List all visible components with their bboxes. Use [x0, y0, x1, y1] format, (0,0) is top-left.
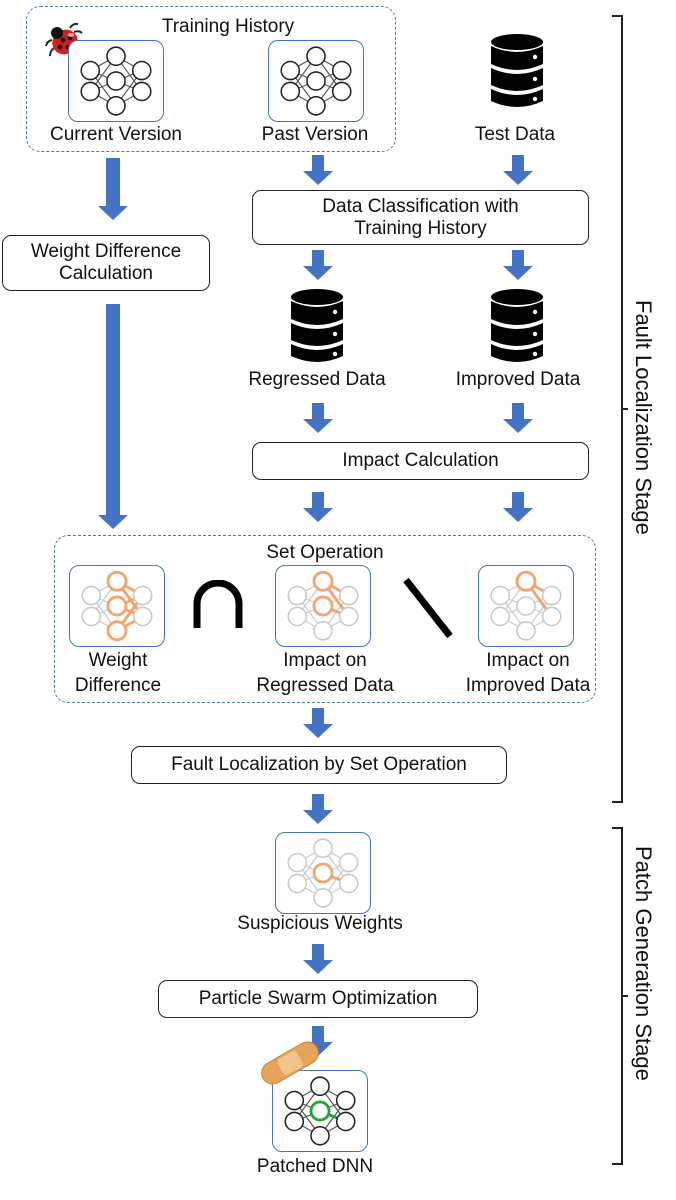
training-history-group — [26, 6, 396, 152]
bandage-icon — [255, 1040, 325, 1086]
fault-localization-box: Fault Localization by Set Operation — [131, 746, 507, 784]
set-difference-symbol — [398, 576, 458, 640]
impact-improved-label: Impact on Improved Data — [465, 650, 591, 696]
training-history-title: Training History — [161, 16, 295, 37]
arrow-shape — [303, 250, 333, 280]
current-version-label: Current Version — [49, 124, 182, 145]
impact-improved-network — [478, 565, 574, 647]
pso-box: Particle Swarm Optimization — [158, 980, 478, 1018]
improved-data-database-icon — [490, 288, 544, 369]
arrow-shape — [303, 492, 333, 522]
arrow-classification-to-regressed — [303, 250, 333, 285]
fault-localization-stage-label: Fault Localization Stage — [631, 300, 656, 535]
arrow-shape — [303, 944, 333, 974]
arrow-setop-to-faultloc — [303, 708, 333, 743]
arrow-weightdiff-to-setop — [98, 304, 128, 534]
arrow-shape — [503, 403, 533, 433]
arrow-shape — [503, 250, 533, 280]
improved-data-label: Improved Data — [455, 369, 581, 390]
arrow-testdata-to-classification — [503, 155, 533, 190]
suspicious-weights-label: Suspicious Weights — [237, 913, 403, 934]
test-data-database-icon — [490, 33, 544, 114]
arrow-shape — [303, 403, 333, 433]
weight-difference-label: Weight Difference — [74, 650, 162, 696]
weight-difference-calculation-box: Weight Difference Calculation — [2, 235, 210, 291]
impact-calculation-label: Impact Calculation — [342, 450, 499, 471]
arrow-shape — [98, 158, 128, 220]
arrow-suspicious-to-pso — [303, 944, 333, 979]
arrow-classification-to-improved — [503, 250, 533, 285]
impact-regressed-label: Impact on Regressed Data — [256, 650, 394, 696]
weight-difference-network — [69, 565, 165, 647]
suspicious-weights-network — [275, 832, 371, 914]
patch-generation-stage-label: Patch Generation Stage — [631, 846, 656, 1081]
arrow-shape — [503, 492, 533, 522]
arrow-shape — [303, 708, 333, 738]
past-version-network — [268, 40, 364, 122]
set-operation-title: Set Operation — [266, 542, 384, 563]
set-operation-group — [54, 535, 596, 703]
arrow-improved-to-impact — [503, 403, 533, 438]
patch-generation-bracket — [610, 826, 630, 1166]
current-version-network — [68, 40, 164, 122]
arrow-shape — [98, 304, 128, 529]
data-classification-box: Data Classification with Training Histor… — [252, 190, 589, 245]
regressed-data-label: Regressed Data — [248, 369, 386, 390]
impact-regressed-network — [275, 565, 371, 647]
patched-dnn-network — [272, 1070, 368, 1152]
intersection-symbol — [190, 579, 246, 630]
arrow-shape — [303, 155, 333, 185]
impact-calculation-box: Impact Calculation — [252, 442, 589, 480]
data-classification-label: Data Classification with Training Histor… — [322, 195, 519, 239]
test-data-label: Test Data — [474, 124, 556, 145]
patched-dnn-label: Patched DNN — [256, 1156, 374, 1177]
arrow-shape — [303, 794, 333, 824]
weight-difference-calculation-label: Weight Difference Calculation — [30, 241, 182, 284]
regressed-data-database-icon — [290, 288, 344, 369]
fault-localization-label: Fault Localization by Set Operation — [171, 754, 467, 775]
arrow-current-to-weightdiff — [98, 158, 128, 225]
arrow-regressed-to-impact — [303, 403, 333, 438]
fault-localization-bracket — [610, 14, 630, 804]
arrow-impact-to-setop-left — [303, 492, 333, 527]
pso-label: Particle Swarm Optimization — [198, 988, 438, 1009]
arrow-impact-to-setop-right — [503, 492, 533, 527]
arrow-past-to-classification — [303, 155, 333, 190]
arrow-shape — [503, 155, 533, 185]
arrow-faultloc-to-suspicious — [303, 794, 333, 829]
past-version-label: Past Version — [261, 124, 369, 145]
